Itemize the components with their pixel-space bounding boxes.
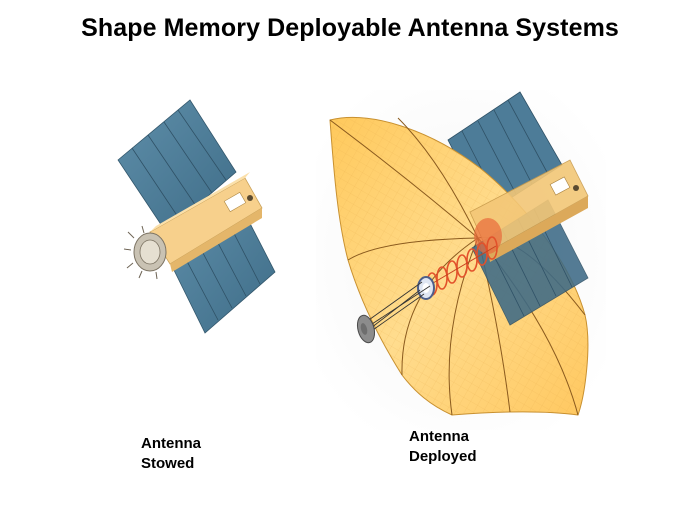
caption-antenna-deployed: Antenna Deployed: [409, 427, 477, 467]
boom-end-disc: [356, 314, 376, 344]
caption-antenna-stowed: Antenna Stowed: [141, 434, 201, 474]
slide-title: Shape Memory Deployable Antenna Systems: [81, 14, 619, 42]
caption-stowed-line2: Stowed: [141, 455, 195, 472]
deployed-scene: [316, 90, 606, 430]
stowed-satellite: [117, 99, 276, 334]
deployed-bus-body: [469, 159, 589, 262]
caption-deployed-line2: Deployed: [409, 448, 477, 465]
caption-deployed-line1: Antenna: [409, 428, 469, 445]
caption-stowed-line1: Antenna: [141, 435, 201, 452]
stowed-bus-body: [149, 172, 263, 272]
stowed-antenna-pack: [123, 225, 167, 280]
stowed-upper-solar-panel: [117, 99, 237, 233]
feed-ring: [417, 276, 435, 300]
